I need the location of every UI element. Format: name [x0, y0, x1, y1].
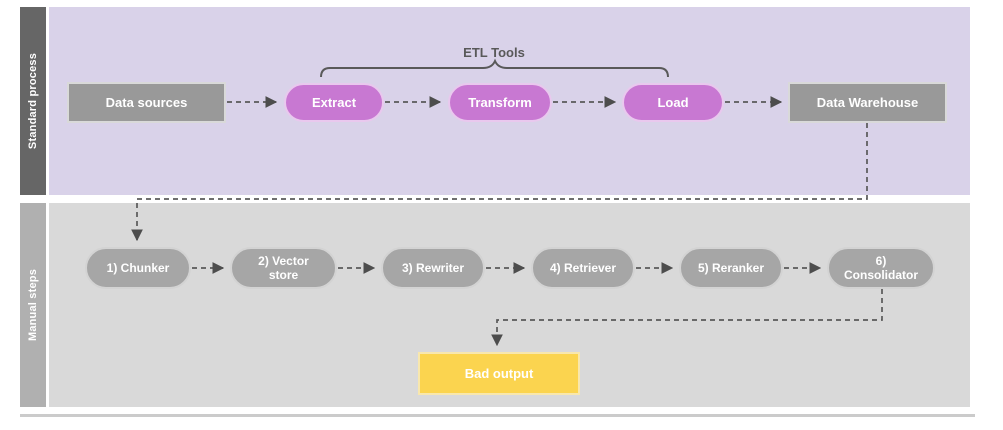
node-reranker[interactable]: 5) Reranker [679, 247, 783, 289]
node-load[interactable]: Load [622, 83, 724, 122]
node-label: Data sources [105, 94, 188, 110]
node-label: Load [657, 94, 689, 110]
node-data-sources[interactable]: Data sources [67, 82, 226, 123]
lane-header-standard-process: Standard process [20, 7, 46, 195]
lane-header-manual-steps: Manual steps [20, 203, 46, 407]
node-label: 5) Reranker [697, 260, 765, 275]
node-data-warehouse[interactable]: Data Warehouse [788, 82, 947, 123]
node-label: 2) Vector store [258, 253, 309, 282]
node-retriever[interactable]: 4) Retriever [531, 247, 635, 289]
node-label: 3) Rewriter [401, 260, 465, 275]
node-consolidator[interactable]: 6) Consolidator [827, 247, 935, 289]
etl-tools-label: ETL Tools [463, 45, 525, 60]
bottom-divider [20, 414, 975, 417]
node-label: Bad output [464, 365, 534, 381]
node-label: Extract [311, 94, 357, 110]
node-extract[interactable]: Extract [284, 83, 384, 122]
node-label: 4) Retriever [549, 260, 617, 275]
node-label: Transform [468, 94, 532, 110]
node-label: 1) Chunker [106, 260, 170, 275]
lane-header-label: Standard process [27, 52, 39, 150]
node-rewriter[interactable]: 3) Rewriter [381, 247, 485, 289]
node-chunker[interactable]: 1) Chunker [85, 247, 191, 289]
node-label: 6) Consolidator [844, 253, 918, 282]
node-transform[interactable]: Transform [448, 83, 552, 122]
node-bad-output[interactable]: Bad output [418, 352, 580, 395]
node-vector-store[interactable]: 2) Vector store [230, 247, 337, 289]
lane-header-label: Manual steps [27, 268, 39, 342]
node-label: Data Warehouse [816, 94, 919, 110]
